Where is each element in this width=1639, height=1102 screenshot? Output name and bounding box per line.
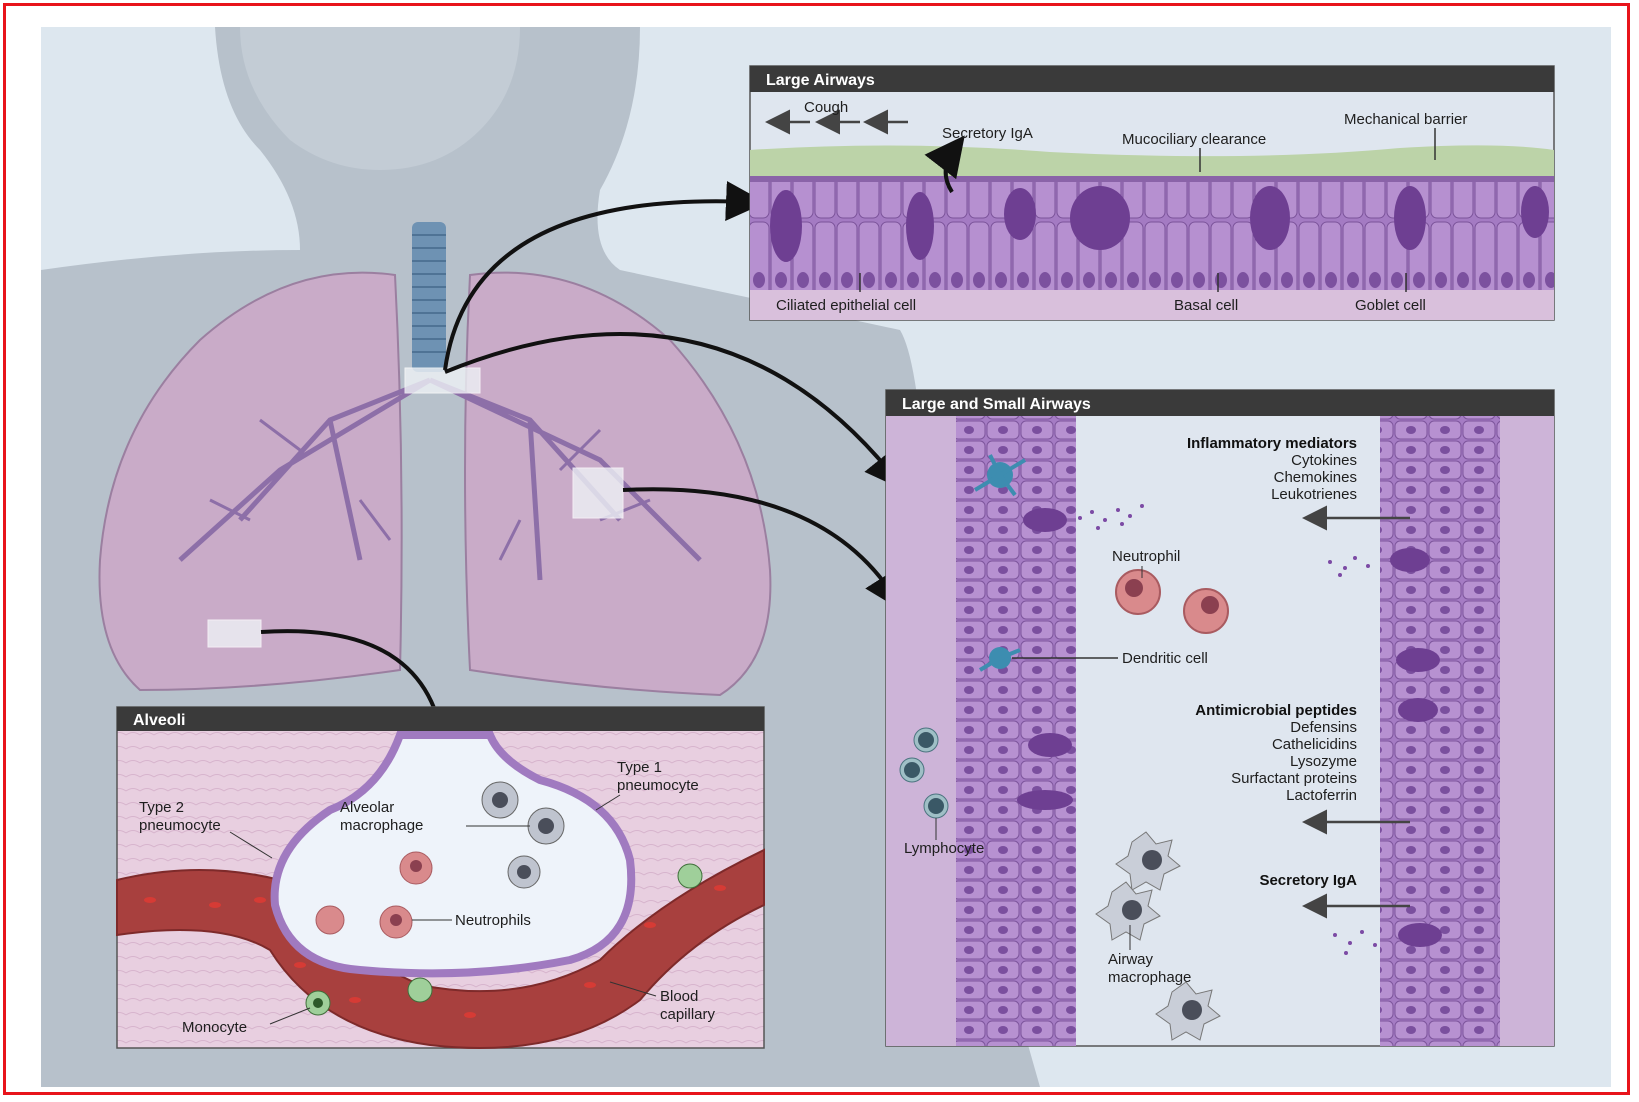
neutrophil-label: Neutrophil xyxy=(1112,548,1180,565)
antimicrobial-item: Defensins xyxy=(1290,719,1357,736)
dendritic-cell-label: Dendritic cell xyxy=(1122,650,1208,667)
alveoli-panel: Alveoli Type 1 pneumocyte Typ xyxy=(117,707,764,1048)
blood-capillary-label-line2: capillary xyxy=(660,1006,716,1023)
large-small-airways-title: Large and Small Airways xyxy=(902,396,1091,413)
mucociliary-label: Mucociliary clearance xyxy=(1122,131,1266,148)
secretory-iga-label: Secretory IgA xyxy=(942,125,1033,142)
mediator-item: Leukotrienes xyxy=(1271,486,1357,503)
alveoli-header xyxy=(117,707,764,731)
large-airways-panel: Large Airways Cough Secretory IgA Mucoci… xyxy=(750,66,1554,320)
mediator-item: Chemokines xyxy=(1274,469,1357,486)
goblet-cell xyxy=(1521,186,1549,238)
goblet-cell xyxy=(1070,186,1130,250)
antimicrobial-item: Surfactant proteins xyxy=(1231,770,1357,787)
alveolar-macrophage-label-line1: Alveolar xyxy=(340,799,394,816)
goblet-cell xyxy=(1394,186,1426,250)
focus-box-bronchus xyxy=(405,368,480,393)
goblet-cell-label: Goblet cell xyxy=(1355,297,1426,314)
ciliated-epithelium xyxy=(750,180,1554,290)
focus-box-small-airway xyxy=(573,468,623,518)
large-small-airways-panel: Large and Small Airways xyxy=(886,390,1554,1046)
type1-label-line1: Type 1 xyxy=(617,759,662,776)
antimicrobial-peptides-heading: Antimicrobial peptides xyxy=(1195,702,1357,719)
antimicrobial-item: Cathelicidins xyxy=(1272,736,1357,753)
neutrophils-label: Neutrophils xyxy=(455,912,531,929)
cough-label: Cough xyxy=(804,99,848,116)
focus-box-alveoli xyxy=(208,620,261,647)
mechanical-barrier-label: Mechanical barrier xyxy=(1344,111,1467,128)
ciliated-cell-label: Ciliated epithelial cell xyxy=(776,297,916,314)
goblet-cell xyxy=(906,192,934,260)
lymphocyte-label: Lymphocyte xyxy=(904,840,984,857)
inflammatory-mediators-heading: Inflammatory mediators xyxy=(1187,435,1357,452)
airway-macrophage-label-line1: Airway xyxy=(1108,951,1154,968)
goblet-cell xyxy=(1250,186,1290,250)
alveolar-macrophage-label-line2: macrophage xyxy=(340,817,423,834)
secretory-iga-heading: Secretory IgA xyxy=(1259,872,1357,889)
type2-label-line1: Type 2 xyxy=(139,799,184,816)
goblet-cell xyxy=(770,190,802,262)
goblet-cell xyxy=(1004,188,1036,240)
large-airways-title: Large Airways xyxy=(766,72,875,89)
type2-label-line2: pneumocyte xyxy=(139,817,221,834)
trachea xyxy=(412,222,446,372)
blood-capillary-label-line1: Blood xyxy=(660,988,698,1005)
right-submucosa xyxy=(1500,416,1554,1046)
antimicrobial-item: Lysozyme xyxy=(1290,753,1357,770)
alveoli-title: Alveoli xyxy=(133,712,185,729)
monocyte-label: Monocyte xyxy=(182,1019,247,1036)
airway-macrophage-label-line2: macrophage xyxy=(1108,969,1191,986)
mediator-item: Cytokines xyxy=(1291,452,1357,469)
type1-label-line2: pneumocyte xyxy=(617,777,699,794)
right-epithelium xyxy=(1380,416,1500,1046)
antimicrobial-item: Lactoferrin xyxy=(1286,787,1357,804)
basal-cell-label: Basal cell xyxy=(1174,297,1238,314)
